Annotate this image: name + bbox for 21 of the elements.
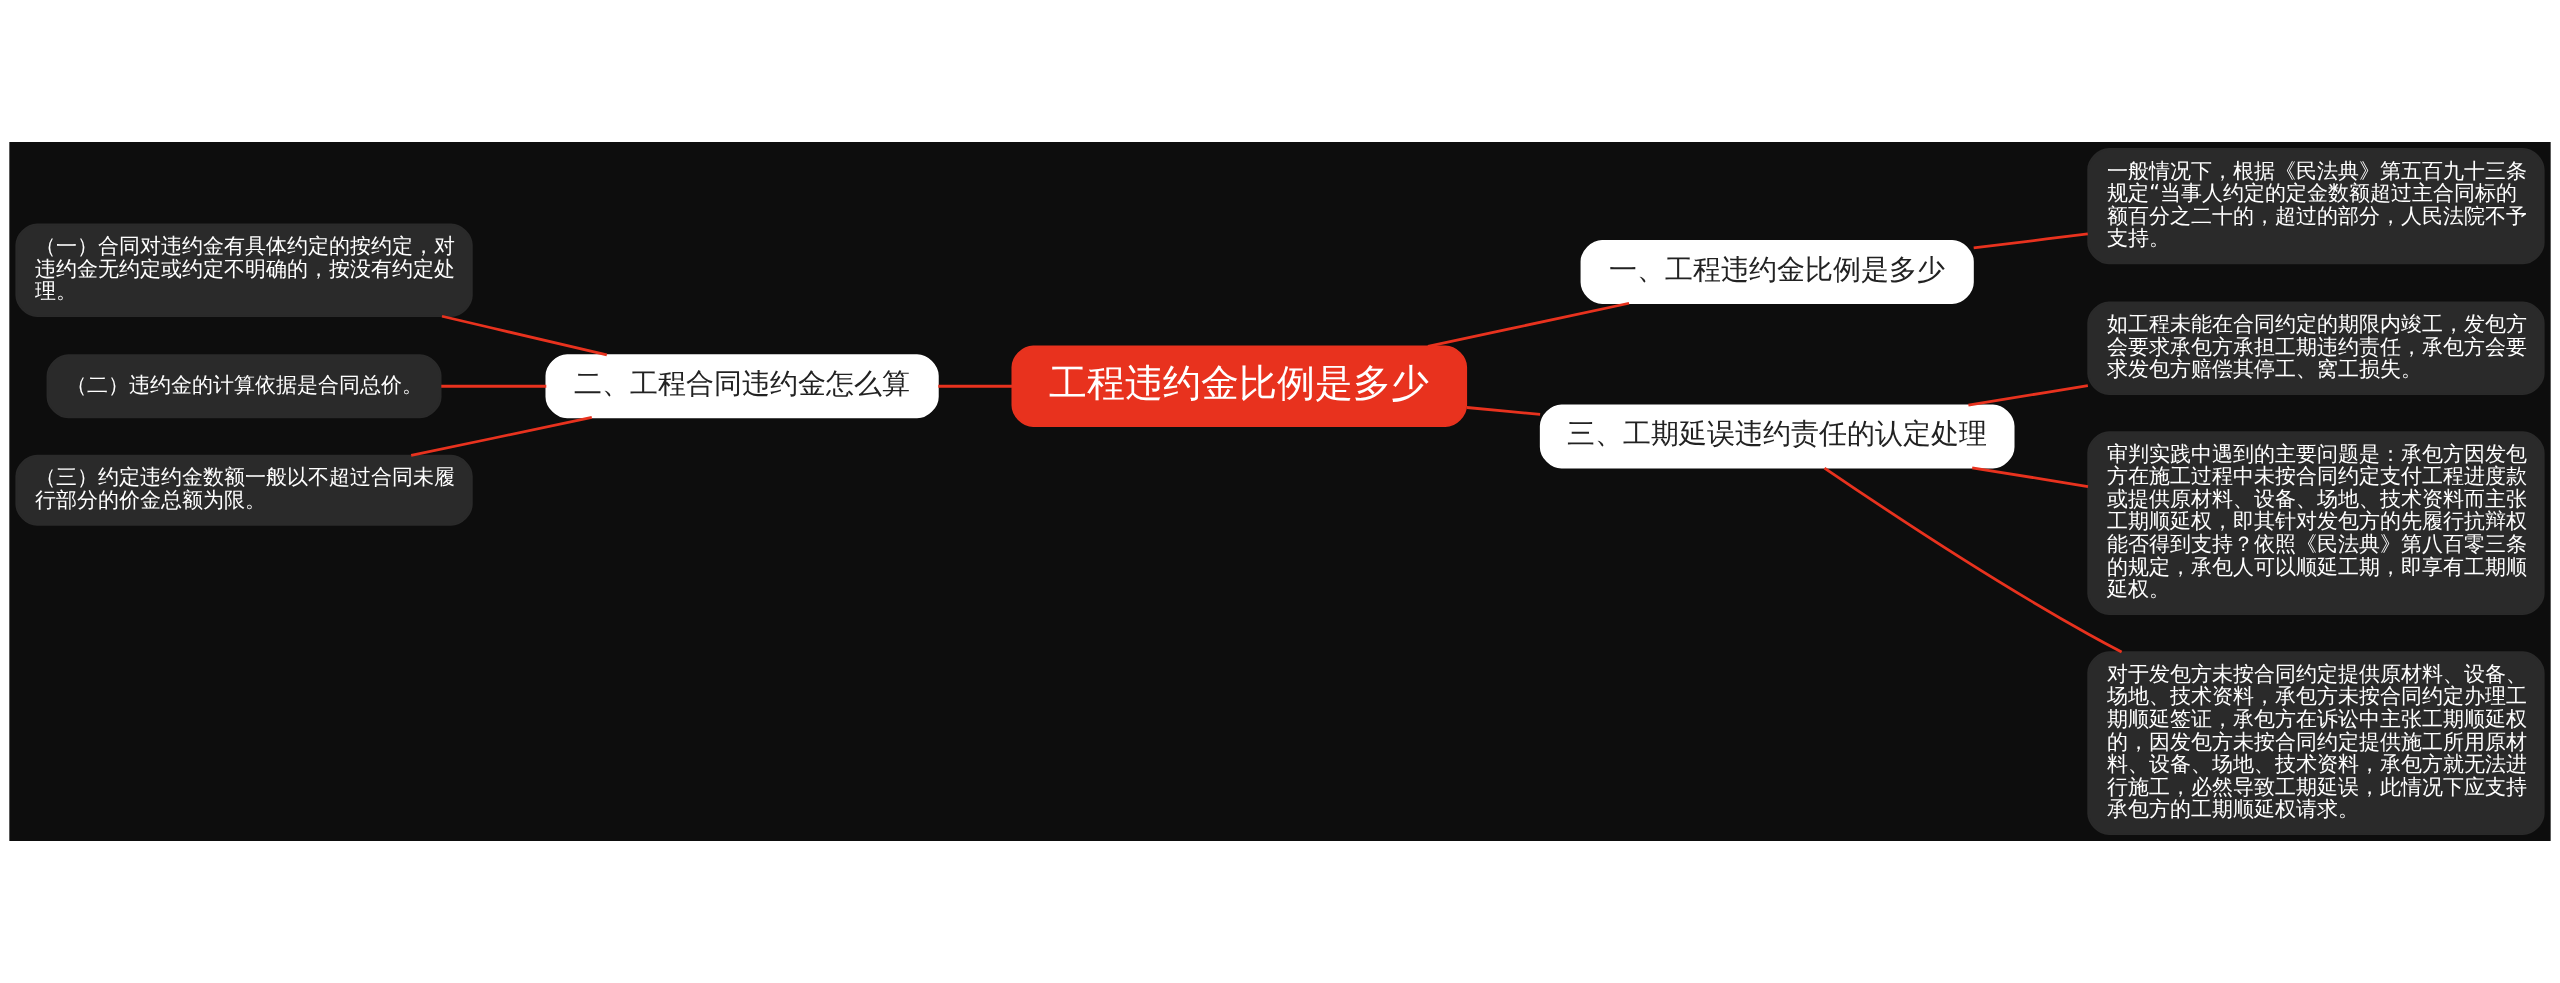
node-box: （一）合同对违约金有具体约定的按约定，对违约金无约定或约定不明确的，按没有约定处理。 — [15, 223, 473, 317]
node-box: 一、工程违约金比例是多少 — [1580, 239, 1974, 304]
connector — [1971, 466, 2089, 488]
connector — [1427, 301, 1630, 348]
node-box: 如工程未能在合同约定的期限内竣工，发包方会要求承包方承担工期违约责任，承包方会要求发包方赔偿其停工、窝工损失。 — [2087, 301, 2545, 395]
connector — [1823, 466, 2123, 654]
connector — [441, 314, 608, 357]
node-box: （三）约定违约金数额一般以不超过合同未履行部分的价金总额为限。 — [15, 454, 473, 526]
node-box: 对于发包方未按合同约定提供原材料、设备、场地、技术资料，承包方未按合同约定办理工期顺延签证，承包方在诉讼中主张工期顺延权的，因发包方未按合同约定提供施工所用原材料、设备、场地、技术资料，承包方就无法进行施工，必然导致工期延误，此情况下应支持承包方的工期顺延权请求。 — [2087, 651, 2545, 835]
node-box: 一般情况下，根据《民法典》第五百九十三条规定“当事人约定的定金数额超过主合同标的额百分之二十的，超过的部分，人民法院不予支持。 — [2087, 148, 2545, 265]
node-box: 三、工期延误违约责任的认定处理 — [1539, 404, 2015, 469]
connector — [1466, 406, 1541, 416]
connector — [1973, 232, 2088, 250]
connector — [441, 384, 547, 388]
connector — [938, 384, 1013, 388]
connector — [1968, 384, 2089, 407]
node-box: 二、工程合同违约金怎么算 — [545, 354, 939, 419]
node-box: 工程违约金比例是多少 — [1011, 345, 1468, 427]
node-box: （二）违约金的计算依据是合同总价。 — [46, 354, 442, 419]
connector — [410, 416, 593, 457]
node-box: 审判实践中遇到的主要问题是：承包方因发包方在施工过程中未按合同约定支付工程进度款或提供原材料、设备、场地、技术资料而主张工期顺延权，即其针对发包方的先履行抗辩权能否得到支持？依照《民法典》第八百零三条的规定，承包人可以顺延工期，即享有工期顺延权。 — [2087, 431, 2545, 615]
